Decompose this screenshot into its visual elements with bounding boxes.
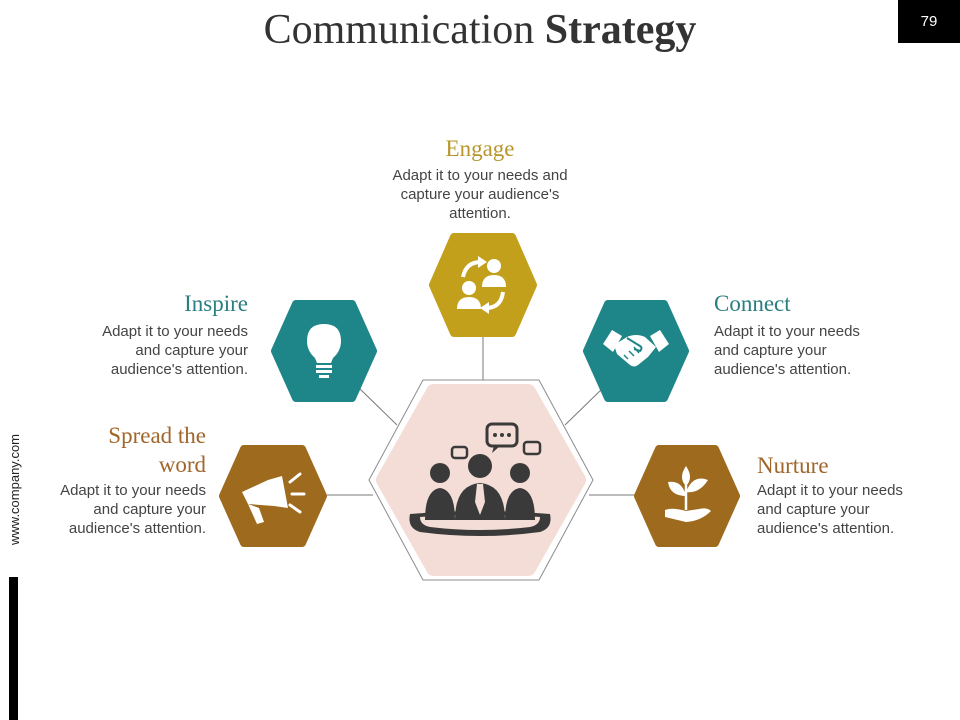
hexagon-spread — [219, 445, 327, 547]
page-number: 79 — [898, 0, 960, 43]
hexagon-engage — [429, 233, 537, 337]
lightbulb-icon — [307, 324, 341, 378]
hexagon-connect — [583, 300, 689, 402]
team-meeting-icon — [409, 422, 551, 536]
title-bold: Strategy — [544, 7, 697, 53]
center-hexagon — [368, 379, 594, 581]
item-title-engage: Engage — [445, 136, 515, 161]
item-title-inspire: Inspire — [184, 291, 248, 316]
hexagon-nurture — [634, 445, 740, 547]
people-exchange-icon — [457, 256, 506, 314]
item-title-connect: Connect — [714, 291, 791, 316]
item-desc-nurture: Adapt it to your needs and capture your … — [757, 482, 903, 537]
connector-inspire — [357, 386, 398, 426]
item-desc-spread: Adapt it to your needs and capture your … — [60, 482, 206, 537]
item-title-nurture: Nurture — [757, 453, 829, 478]
connector-lines — [327, 333, 635, 496]
connector-connect — [564, 386, 605, 426]
megaphone-icon — [242, 472, 306, 524]
page-title: Communication Strategy — [0, 6, 960, 54]
item-desc-connect: Adapt it to your needs and capture your … — [714, 323, 860, 378]
item-desc-inspire: Adapt it to your needs and capture your … — [102, 323, 248, 378]
handshake-icon — [603, 330, 669, 367]
item-desc-engage: Adapt it to your needs and capture your … — [392, 167, 568, 222]
title-regular: Communication — [263, 7, 545, 53]
side-bar — [9, 577, 18, 720]
plant-in-hand-icon — [665, 466, 711, 522]
hexagon-inspire — [271, 300, 377, 402]
item-title-spread: Spread the word — [108, 423, 206, 477]
